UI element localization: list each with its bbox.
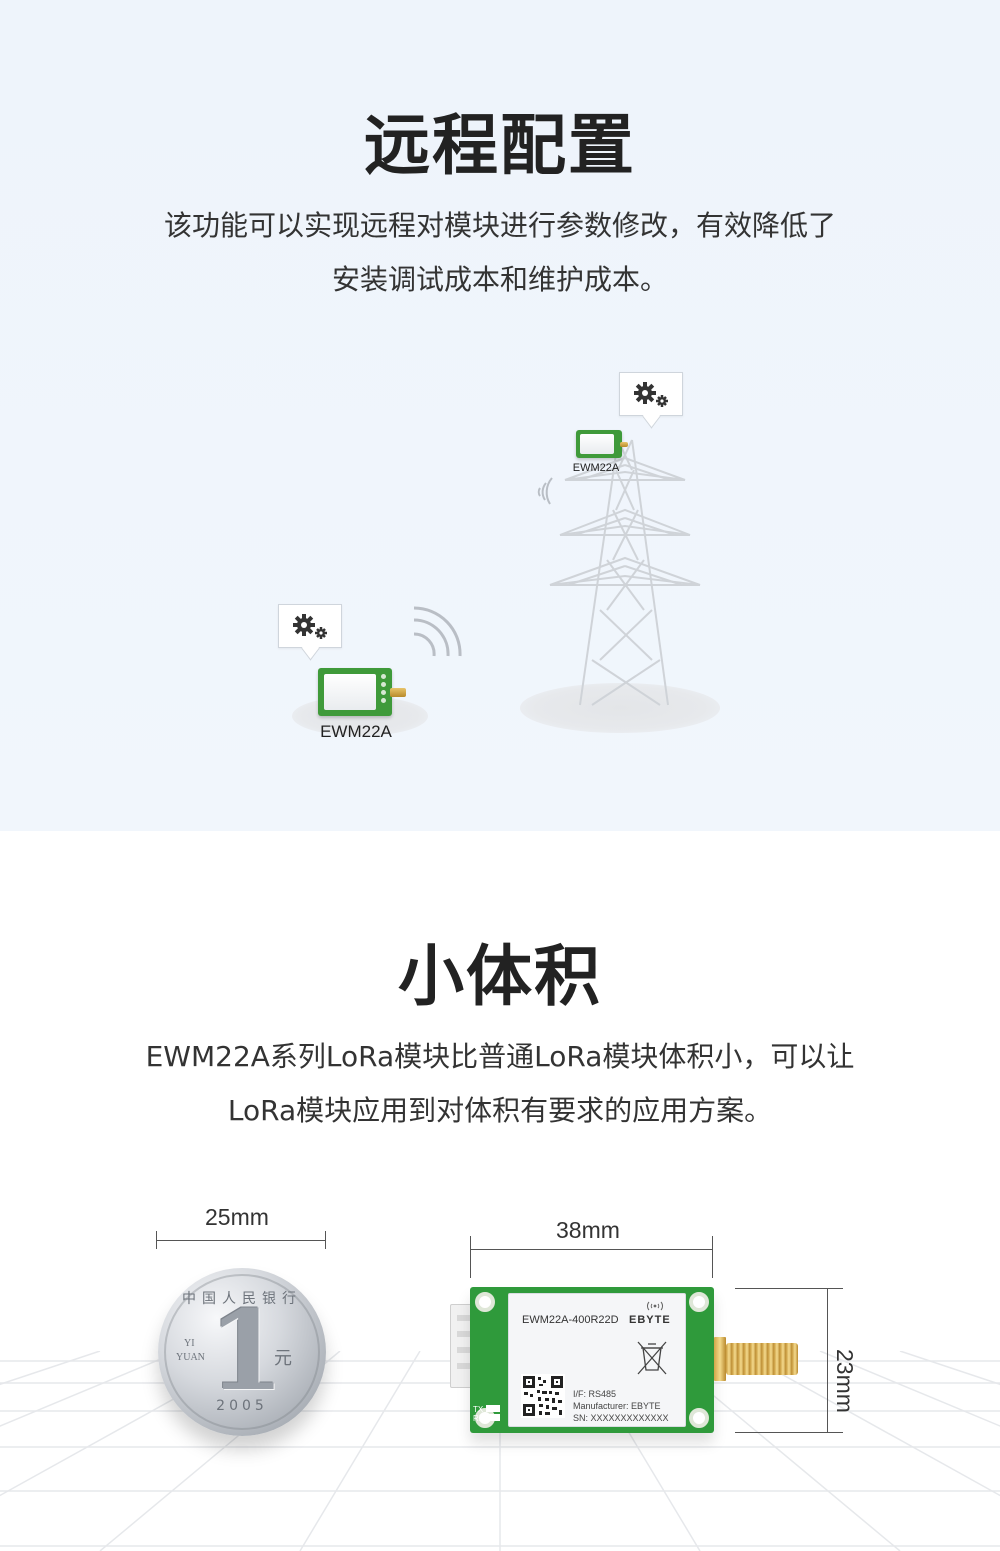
board-info: I/F: RS485 Manufacturer: EBYTE SN: XXXXX… — [573, 1388, 669, 1424]
sma-base — [714, 1337, 726, 1381]
sma-connector — [726, 1343, 798, 1375]
tower-ground-shadow — [520, 683, 720, 733]
led-tx — [486, 1405, 500, 1412]
board-height-bottom-line — [735, 1432, 843, 1433]
weee-bin-icon — [637, 1341, 667, 1375]
tower-config-bubble — [619, 372, 683, 416]
remote-config-desc-line-1: 该功能可以实现远程对模块进行参数修改，有效降低了 — [163, 209, 836, 242]
board-info-if: I/F: RS485 — [573, 1389, 617, 1399]
gears-icon — [634, 382, 668, 407]
coin-yuan-cn: 元 — [274, 1348, 292, 1369]
board-length-line — [470, 1249, 713, 1250]
coin-top-text: 中国人民银行 — [182, 1291, 302, 1307]
tower-signal-icon — [537, 477, 553, 505]
remote-config-title: 远程配置 — [364, 107, 636, 184]
board-info-sn: SN: XXXXXXXXXXXXX — [573, 1413, 669, 1423]
coin-yuan: YUAN — [176, 1352, 205, 1363]
coin-yi: YI — [184, 1338, 195, 1349]
one-yuan-coin: 中国人民银行 1 YI YUAN 元 2005 — [158, 1268, 326, 1436]
ground-module-ewm22a — [318, 668, 406, 716]
coin-width-line — [156, 1240, 326, 1241]
coin-year: 2005 — [216, 1398, 268, 1414]
remote-config-desc-line-2: 安装调试成本和维护成本。 — [331, 263, 668, 296]
small-size-title: 小体积 — [398, 938, 602, 1015]
led-rx-label: RX — [473, 1414, 485, 1423]
board-height-label: 23mm — [832, 1349, 858, 1413]
board-info-manufacturer: Manufacturer: EBYTE — [573, 1401, 661, 1411]
ground-module-label: EWM22A — [320, 722, 392, 741]
board-led-labels: TX RX — [473, 1405, 484, 1423]
qr-code-icon — [521, 1374, 565, 1418]
small-size-desc-line-2: LoRa模块应用到对体积有要求的应用方案。 — [227, 1094, 773, 1127]
board-height-top-line — [735, 1288, 843, 1289]
ewm22a-module-board: EWM22A-400R22D EBYTE — [470, 1287, 714, 1433]
small-size-description: EWM22A系列LoRa模块比普通LoRa模块体积小，可以让 LoRa模块应用到… — [100, 1030, 900, 1138]
remote-config-description: 该功能可以实现远程对模块进行参数修改，有效降低了 安装调试成本和维护成本。 — [100, 199, 900, 307]
board-length-label: 38mm — [556, 1217, 620, 1243]
board-brand-text: EBYTE — [629, 1314, 671, 1326]
module-config-bubble — [278, 604, 342, 648]
led-rx — [486, 1414, 500, 1421]
tower-module-ewm22a — [576, 430, 628, 458]
led-tx-label: TX — [473, 1405, 484, 1414]
remote-config-section: 远程配置 该功能可以实现远程对模块进行参数修改，有效降低了 安装调试成本和维护成… — [0, 0, 1000, 831]
board-model-text: EWM22A-400R22D — [522, 1314, 619, 1326]
coin-width-label: 25mm — [205, 1204, 269, 1230]
board-height-line — [827, 1288, 828, 1433]
gears-icon — [293, 614, 327, 639]
small-size-section: 小体积 EWM22A系列LoRa模块比普通LoRa模块体积小，可以让 LoRa模… — [0, 831, 1000, 1551]
board-shield-can: EWM22A-400R22D EBYTE — [508, 1293, 686, 1427]
wireless-logo-icon — [647, 1301, 663, 1311]
module-signal-icon — [413, 606, 462, 657]
small-size-desc-line-1: EWM22A系列LoRa模块比普通LoRa模块体积小，可以让 — [145, 1040, 855, 1073]
coin-numeral: 1 — [208, 1286, 285, 1415]
tower-module-label: EWM22A — [572, 462, 620, 474]
